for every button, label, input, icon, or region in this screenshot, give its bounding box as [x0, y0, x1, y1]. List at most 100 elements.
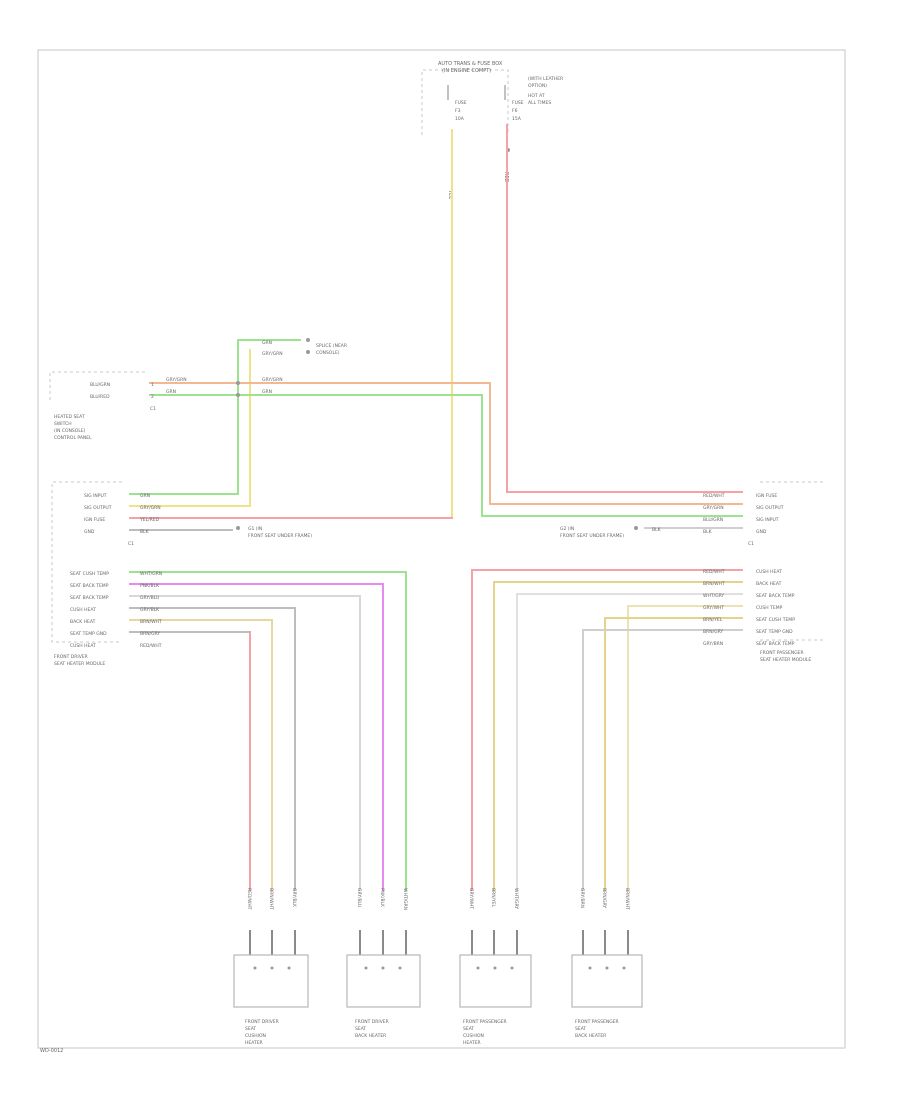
- svg-text:FRONT PASSENGER: FRONT PASSENGER: [760, 650, 804, 656]
- svg-text:10A: 10A: [455, 116, 465, 122]
- svg-text:GND: GND: [84, 529, 95, 535]
- fuse-a: FUSE F3 10A: [455, 100, 467, 122]
- svg-text:FRONT SEAT UNDER FRAME): FRONT SEAT UNDER FRAME): [248, 533, 312, 539]
- svg-text:GRY/BLK: GRY/BLK: [140, 607, 160, 613]
- svg-text:IGN FUSE: IGN FUSE: [84, 517, 105, 523]
- wire-r-b6: [582, 629, 743, 891]
- svg-text:YEL/RED: YEL/RED: [139, 517, 160, 523]
- svg-text:BACK HEATER: BACK HEATER: [355, 1033, 386, 1039]
- svg-text:FUSE: FUSE: [512, 100, 524, 106]
- svg-text:GRY/GRN: GRY/GRN: [262, 377, 283, 383]
- svg-text:C1: C1: [150, 406, 156, 412]
- svg-text:SEAT TEMP GND: SEAT TEMP GND: [70, 631, 107, 637]
- wire-l-b6: [129, 631, 251, 891]
- svg-text:CUSH HEAT: CUSH HEAT: [70, 607, 96, 613]
- fuse-block-subtitle: (IN ENGINE COMPT): [442, 68, 491, 74]
- wire-r-b1: [471, 569, 743, 891]
- svg-text:G2 (IN: G2 (IN: [560, 526, 574, 532]
- svg-text:GRY/GRN: GRY/GRN: [262, 351, 283, 357]
- heater-driver-back: GRY/BLU PNK/BLK WHT/GRN FRONT DRIVER SEA…: [346, 888, 421, 1039]
- svg-text:FUSE: FUSE: [455, 100, 467, 106]
- fuse-b: FUSE F6 15A: [512, 100, 524, 122]
- svg-text:CUSH TEMP: CUSH TEMP: [756, 605, 783, 611]
- svg-text:RED/WHT: RED/WHT: [703, 493, 725, 499]
- svg-text:GRN: GRN: [262, 389, 272, 395]
- svg-text:SEAT HEATER MODULE: SEAT HEATER MODULE: [54, 661, 105, 667]
- wire-r-b3: [516, 593, 743, 891]
- svg-text:BRN/GRY: BRN/GRY: [140, 631, 160, 637]
- svg-text:GRY/BLK: GRY/BLK: [291, 888, 297, 908]
- svg-text:SEAT HEATER MODULE: SEAT HEATER MODULE: [760, 657, 811, 663]
- svg-text:CUSH HEAT: CUSH HEAT: [70, 643, 96, 649]
- svg-text:(IN CONSOLE): (IN CONSOLE): [54, 428, 86, 434]
- svg-text:GRY/BLU: GRY/BLU: [140, 595, 159, 601]
- svg-text:BLU/GRN: BLU/GRN: [703, 517, 723, 523]
- svg-text:ALL TIMES: ALL TIMES: [528, 100, 551, 106]
- heater-box-2: [346, 954, 421, 1008]
- svg-text:FRONT SEAT UNDER FRAME): FRONT SEAT UNDER FRAME): [560, 533, 624, 539]
- svg-text:1: 1: [151, 382, 154, 388]
- diagram-frame: [37, 49, 846, 1049]
- wire-l-b5: [129, 619, 273, 891]
- footer-ref: WD-0012: [40, 1048, 63, 1054]
- heater-box-3: [459, 954, 532, 1008]
- top-splice-labels: GRN GRY/GRN SPLICE (NEAR CONSOLE): [262, 340, 347, 357]
- svg-text:BLK: BLK: [703, 529, 713, 535]
- svg-text:SEAT CUSH TEMP: SEAT CUSH TEMP: [70, 571, 109, 577]
- svg-text:SIG INPUT: SIG INPUT: [756, 517, 779, 523]
- svg-text:PNK/BLK: PNK/BLK: [140, 583, 160, 589]
- heated-seat-switch: BLU/GRN BLU/RED 1 2 GRY/GRN GRN GRY/GRN …: [49, 371, 283, 441]
- svg-text:BLK: BLK: [140, 529, 150, 535]
- wire-switch-pin2: [149, 394, 743, 517]
- svg-text:F6: F6: [512, 108, 518, 114]
- wire-l-b1: [129, 571, 407, 891]
- svg-text:GRY/BRN: GRY/BRN: [703, 641, 723, 647]
- svg-text:FRONT PASSENGER: FRONT PASSENGER: [575, 1019, 619, 1025]
- heater-box-1: [233, 954, 309, 1008]
- svg-text:GRN: GRN: [166, 389, 176, 395]
- svg-text:GRN: GRN: [140, 493, 150, 499]
- fuse-note: (WITH LEATHER OPTION) HOT AT ALL TIMES: [528, 76, 563, 106]
- wires: [129, 124, 743, 891]
- svg-text:HEATED SEAT: HEATED SEAT: [54, 414, 85, 420]
- svg-text:G1 (IN: G1 (IN: [248, 526, 262, 532]
- fuse-block: AUTO TRANS & FUSE BOX (IN ENGINE COMPT) …: [421, 61, 563, 199]
- wire-r-b4: [627, 605, 743, 891]
- svg-text:FRONT DRIVER: FRONT DRIVER: [355, 1019, 389, 1025]
- splices: [236, 338, 638, 530]
- svg-text:SEAT BACK TEMP: SEAT BACK TEMP: [70, 595, 109, 601]
- svg-text:FRONT DRIVER: FRONT DRIVER: [245, 1019, 279, 1025]
- svg-text:SEAT: SEAT: [245, 1026, 256, 1032]
- heater-box-4: [571, 954, 643, 1008]
- svg-text:C1: C1: [128, 541, 134, 547]
- svg-text:GRY/WHT: GRY/WHT: [703, 605, 724, 611]
- svg-text:BACK HEATER: BACK HEATER: [575, 1033, 606, 1039]
- svg-text:15A: 15A: [512, 116, 522, 122]
- svg-text:BRN/GRY: BRN/GRY: [703, 629, 723, 635]
- svg-text:BLK: BLK: [652, 527, 662, 533]
- svg-text:GRY/GRN: GRY/GRN: [140, 505, 161, 511]
- svg-text:SEAT BACK TEMP: SEAT BACK TEMP: [756, 641, 795, 647]
- svg-text:BRN/WHT: BRN/WHT: [140, 619, 162, 625]
- heater-driver-cushion: RED/WHT BRN/WHT GRY/BLK FRONT DRIVER SEA…: [233, 888, 309, 1046]
- svg-text:FRONT PASSENGER: FRONT PASSENGER: [463, 1019, 507, 1025]
- left-seat-heater-module: SIG INPUT SIG OUTPUT IGN FUSE GND GRN GR…: [51, 481, 312, 667]
- wire-l-b3: [129, 595, 361, 891]
- svg-text:CUSHION: CUSHION: [245, 1033, 266, 1039]
- svg-text:C1: C1: [748, 541, 754, 547]
- wire-l-b2: [129, 583, 384, 891]
- svg-text:BACK HEAT: BACK HEAT: [70, 619, 96, 625]
- right-module-top-pins: IGN FUSE SIG OUTPUT SIG INPUT GND RED/WH…: [703, 493, 784, 535]
- right-seat-heater-module: IGN FUSE SIG OUTPUT SIG INPUT GND RED/WH…: [560, 481, 826, 663]
- wire-fuse-b: [506, 124, 743, 493]
- svg-text:F3: F3: [455, 108, 461, 114]
- svg-text:BRN/WHT: BRN/WHT: [703, 581, 725, 587]
- fuse-block-title: AUTO TRANS & FUSE BOX: [438, 61, 503, 67]
- svg-text:SEAT: SEAT: [575, 1026, 586, 1032]
- svg-text:GRY/BLU: GRY/BLU: [356, 888, 362, 907]
- svg-text:FRONT DRIVER: FRONT DRIVER: [54, 654, 88, 660]
- svg-text:SIG OUTPUT: SIG OUTPUT: [84, 505, 112, 511]
- svg-text:SWITCH: SWITCH: [54, 421, 72, 427]
- svg-text:2: 2: [151, 394, 154, 400]
- svg-text:BLU/GRN: BLU/GRN: [90, 382, 110, 388]
